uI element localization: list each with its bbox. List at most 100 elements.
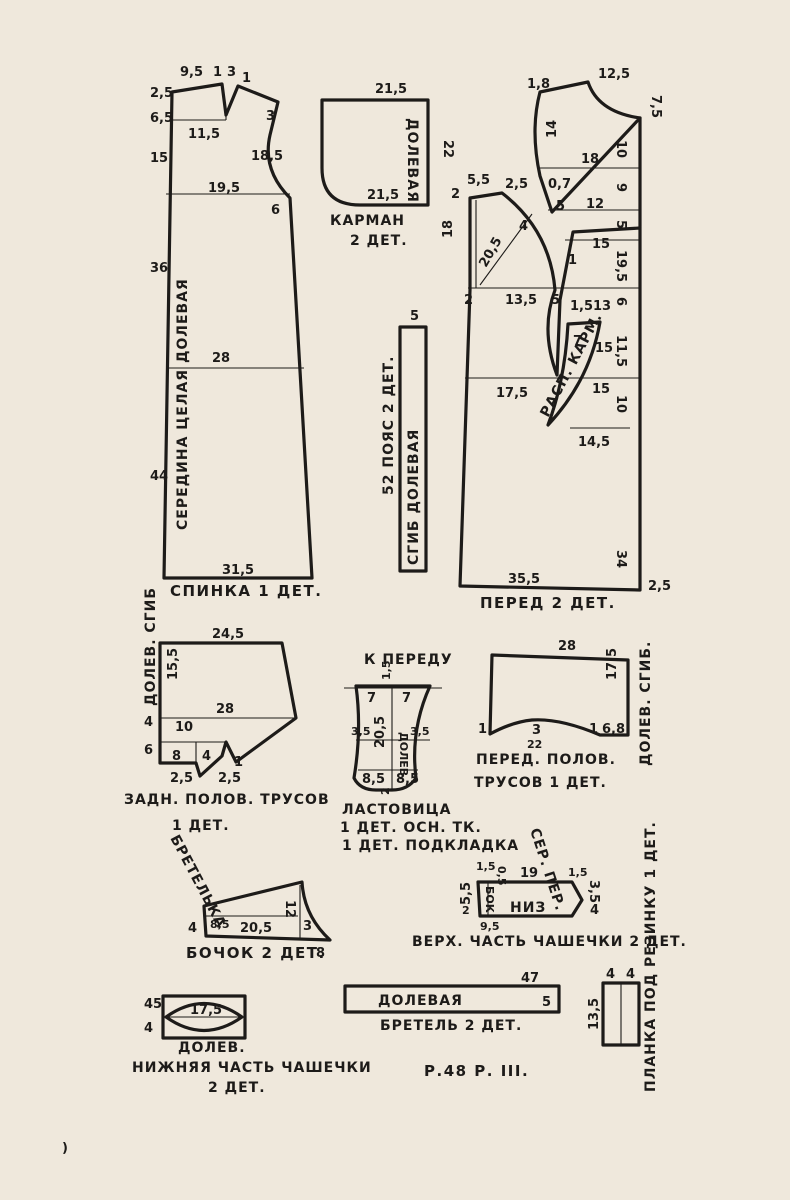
strap-outline — [343, 984, 561, 1014]
strap-side-outline — [202, 880, 332, 942]
back-dim-shoulder-a: 1 — [213, 65, 222, 80]
front-dim-diag: 20,5 — [476, 235, 505, 270]
back-pants-dim-bottom-b: 2,5 — [218, 771, 241, 786]
gusset-title: ЛАСТОВИЦА — [342, 802, 451, 818]
back-outline — [162, 82, 314, 580]
back-dim-hip-len: 44 — [150, 469, 168, 484]
front-dim-mid-b: 1,5 — [570, 299, 593, 314]
back-pants-dim-mid-a: 10 — [175, 720, 193, 735]
elastic-band-title: ПЛАНКА ПОД РЕЗИНКУ 1 ДЕТ. — [643, 821, 659, 1092]
front-dim-off-c: 5 — [613, 220, 628, 229]
gusset-dim-side-l: 3,5 — [351, 725, 371, 738]
front-yoke-outline — [533, 80, 642, 214]
gusset-line2: 1 ДЕТ. ОСН. ТК. — [340, 820, 482, 836]
cup-top-title: ВЕРХ. ЧАСТЬ ЧАШЕЧКИ 2 ДЕТ. — [412, 934, 687, 950]
gusset-dim-top-r: 7 — [402, 691, 411, 706]
cup-bottom-frame — [161, 994, 247, 1040]
gusset-dim-side-r: 3,5 — [410, 725, 430, 738]
cup-top-dim-right-b: 3,5 — [586, 880, 601, 903]
front-dim-off-b: 9 — [613, 183, 628, 192]
front-dim-cross-d: 15 — [595, 341, 613, 356]
front-dim-top-b: 7,5 — [648, 95, 663, 118]
back-dim-waist: 28 — [212, 351, 230, 366]
back-title: СПИНКА 1 ДЕТ. — [170, 582, 322, 600]
cup-bottom-dim-left-c: 4 — [144, 1021, 153, 1036]
back-pants-grain-label: ДОЛЕВ. СГИБ — [143, 587, 159, 706]
cup-bottom-grain-label: ДОЛЕВ. — [178, 1040, 246, 1056]
elastic-band-dim-top-a: 4 — [606, 967, 615, 982]
front-pants-dim-curve-a: 3 — [532, 723, 541, 738]
back-pants-outline — [158, 641, 298, 778]
front-dim-cross-b: 12 — [586, 197, 604, 212]
front-dim-yoke-b: 0,7 — [548, 177, 571, 192]
front-dim-armhole: 14 — [545, 120, 560, 138]
front-pants-piece: 28 17,5 1 3 22 1 6,8 ДОЛЕВ. СГИБ. ПЕРЕД.… — [474, 639, 654, 791]
gusset-dim-top: 1,5 — [380, 661, 393, 681]
belt-piece: 5 52 ПОЯС 2 ДЕТ. СГИБ ДОЛЕВАЯ — [381, 309, 428, 573]
back-pants-dim-waist: 28 — [216, 702, 234, 717]
front-dim-v-a: 18 — [441, 220, 456, 238]
gusset-dim-bottom-c: 2 — [379, 787, 392, 795]
front-dim-width-a: 13,5 — [505, 293, 537, 308]
cup-bottom-count: 2 ДЕТ. — [208, 1080, 266, 1096]
strap-side-dim-right: 8 — [316, 946, 325, 961]
front-pants-outline — [488, 653, 630, 737]
front-dim-dart-b: 1 — [568, 253, 577, 268]
back-pants-dim-crotch-a: 8 — [172, 749, 181, 764]
gusset-dim-len: 20,5 — [373, 716, 388, 748]
strap-side-dim-inner: 8,5 — [210, 918, 230, 931]
front-dim-top-a: 1,8 — [527, 77, 550, 92]
front-guide-diag — [479, 213, 533, 286]
pocket-grain-label: ДОЛЕВАЯ — [404, 118, 420, 203]
strap-dim-len: 47 — [521, 971, 539, 986]
elastic-band-dim-top-b: 4 — [626, 967, 635, 982]
front-dim-off-a: 10 — [613, 140, 628, 158]
strap-side-dim-tip: 3 — [303, 919, 312, 934]
back-pants-dim-left-b: 6 — [144, 743, 153, 758]
front-dim-hem-off: 2,5 — [648, 579, 671, 594]
front-pants-dim-left: 1 — [478, 722, 487, 737]
cup-bottom-piece: 4 5 4 17,5 ДОЛЕВ. НИЖНЯЯ ЧАСТЬ ЧАШЕЧКИ 2… — [132, 994, 371, 1096]
front-dim-off-f: 11,5 — [613, 335, 628, 367]
strap-dim-width: 5 — [542, 995, 551, 1010]
back-grain-label: СЕРЕДИНА ЦЕЛАЯ ДОЛЕВАЯ — [175, 278, 191, 530]
back-piece: 9,5 1 3 1 2,5 6,5 11,5 18,5 3 15 19,5 6 … — [150, 65, 322, 600]
back-dim-chest: 19,5 — [208, 181, 240, 196]
front-dim-mid-a: 5 — [551, 293, 560, 308]
back-pants-dim-bottom-a: 2,5 — [170, 771, 193, 786]
pocket-outline — [320, 98, 430, 207]
back-dim-armhole-off: 3 — [266, 109, 275, 124]
strap-side-piece: 4 8,5 20,5 12 3 8 БРЕТЕЛЬКА БОЧОК 2 ДЕТ. — [166, 832, 332, 962]
strap-side-title: БОЧОК 2 ДЕТ. — [186, 944, 326, 962]
belt-outline — [398, 325, 428, 573]
front-dim-dart-a: 4 — [519, 219, 528, 234]
front-dim-cross-c: 15 — [592, 237, 610, 252]
gusset-piece: К ПЕРЕДУ 1,5 7 7 3,5 3,5 20,5 ДОЛЕВ. 8,5… — [340, 652, 518, 854]
cup-top-dim-left-h: 5,5 — [459, 882, 474, 905]
front-pants-dim-side: 17,5 — [605, 648, 620, 680]
back-dim-armhole-v: 18,5 — [251, 149, 283, 164]
back-pants-piece: 24,5 15,5 4 10 28 6 8 4 1 2,5 2,5 ДОЛЕВ.… — [124, 587, 330, 834]
pocket-piece: 21,5 22 21,5 ДОЛЕВАЯ КАРМАН 2 ДЕТ. — [320, 82, 455, 249]
back-pants-title: ЗАДН. ПОЛОВ. ТРУСОВ — [124, 792, 330, 808]
back-dim-neck-w: 9,5 — [180, 65, 203, 80]
figure-caption: Р.48 Р. III. — [424, 1062, 529, 1080]
strap-piece: 47 5 ДОЛЕВАЯ БРЕТЕЛЬ 2 ДЕТ. — [343, 971, 561, 1034]
strap-title: БРЕТЕЛЬ 2 ДЕТ. — [380, 1018, 522, 1034]
front-pants-dim-top: 28 — [558, 639, 576, 654]
cup-top-dim-right-a: 1,5 — [568, 866, 588, 879]
pocket-title: КАРМАН — [330, 213, 405, 229]
cup-top-dim-left-c: 2 — [462, 904, 470, 917]
pocket-dim-bottom: 21,5 — [367, 188, 399, 203]
belt-dim-width: 5 — [410, 309, 419, 324]
front-dim-bottom-a: 2 — [464, 293, 473, 308]
front-title: ПЕРЕД 2 ДЕТ. — [480, 594, 616, 612]
gusset-direction: К ПЕРЕДУ — [364, 652, 453, 668]
pocket-count: 2 ДЕТ. — [350, 233, 408, 249]
belt-grain-label: СГИБ ДОЛЕВАЯ — [406, 429, 422, 565]
front-pants-dim-right-b: 6,8 — [602, 722, 625, 737]
back-pants-dim-left-a: 4 — [144, 715, 153, 730]
back-dim-hem: 31,5 — [222, 563, 254, 578]
back-dim-armhole-depth: 15 — [150, 151, 168, 166]
